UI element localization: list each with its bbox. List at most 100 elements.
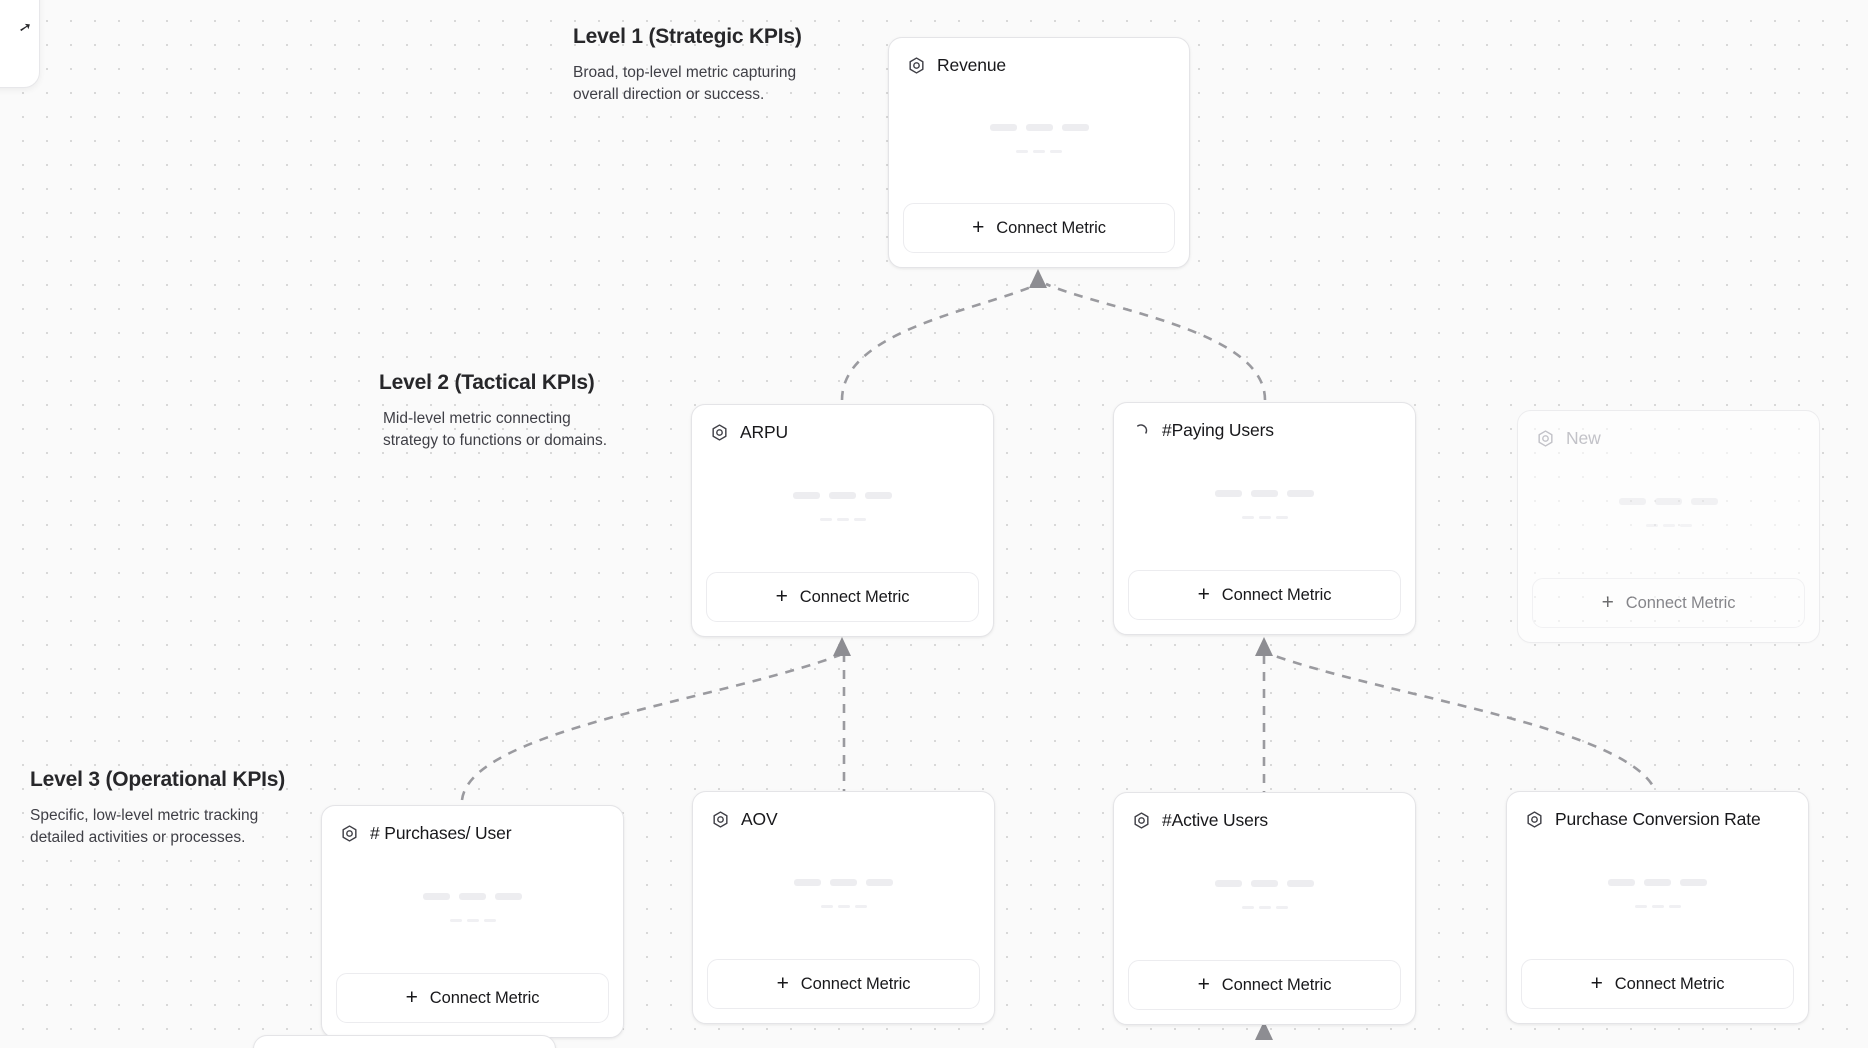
level-2-title: Level 2 (Tactical KPIs) (379, 371, 595, 394)
skeleton-bar (989, 123, 1017, 131)
level-3-description: Specific, low-level metric tracking deta… (30, 807, 259, 846)
skeleton-dash (819, 517, 832, 522)
connect-metric-button-arpu[interactable]: + Connect Metric (706, 572, 979, 622)
connect-metric-label: Connect Metric (1625, 593, 1736, 612)
connect-metric-button-purchase-conversion-rate[interactable]: + Connect Metric (1521, 959, 1794, 1009)
metric-card-new[interactable]: New + Connect Metric (1517, 410, 1820, 643)
skeleton-dash (853, 517, 866, 522)
connect-metric-label: Connect Metric (799, 587, 910, 606)
card-header: AOV (707, 806, 980, 830)
card-header: # Purchases/ User (336, 820, 609, 844)
skeleton-dash (449, 918, 462, 923)
plus-icon: + (1590, 971, 1603, 995)
skeleton-dash (466, 918, 479, 923)
skeleton-bar (830, 878, 857, 886)
skeleton-bar (794, 878, 821, 886)
metric-card-revenue[interactable]: Revenue + Connect Metric (888, 37, 1190, 268)
card-title: # Purchases/ User (370, 823, 512, 843)
metric-card-purchase-conversion-rate[interactable]: Purchase Conversion Rate + Connect Metri… (1506, 791, 1809, 1024)
skeleton-dash (820, 904, 833, 909)
skeleton-row-secondary (820, 904, 867, 909)
plus-icon: + (775, 584, 788, 608)
connect-metric-label: Connect Metric (1614, 974, 1725, 993)
card-skeleton-body (336, 844, 609, 973)
card-title: #Active Users (1162, 810, 1268, 830)
skeleton-bar (1680, 878, 1707, 886)
skeleton-bar (865, 491, 892, 499)
plus-icon: + (405, 985, 418, 1009)
cursor-pointer-icon[interactable]: ➚ (17, 17, 34, 38)
skeleton-dash (1258, 515, 1271, 520)
metric-card-arpu[interactable]: ARPU + Connect Metric (691, 404, 994, 637)
connect-metric-button-purchases-per-user[interactable]: + Connect Metric (336, 973, 609, 1023)
edge-purchases-arpu (460, 653, 841, 801)
skeleton-bar (423, 892, 450, 900)
card-title: #Paying Users (1162, 420, 1274, 440)
hexagon-metric-icon (1525, 810, 1544, 829)
skeleton-dash (1679, 523, 1692, 528)
card-header: Revenue (903, 52, 1175, 76)
card-header: #Active Users (1128, 807, 1401, 831)
skeleton-bar (1287, 489, 1314, 497)
skeleton-bar (1251, 489, 1278, 497)
skeleton-row-primary (1619, 497, 1718, 505)
metric-card-active-users[interactable]: #Active Users + Connect Metric (1113, 792, 1416, 1025)
plus-icon: + (972, 215, 985, 239)
skeleton-row-primary (423, 892, 522, 900)
metric-card-partial-offscreen[interactable] (253, 1035, 556, 1048)
level-3-title: Level 3 (Operational KPIs) (30, 768, 286, 791)
skeleton-bar (829, 491, 856, 499)
card-header: New (1532, 425, 1805, 449)
connect-metric-button-active-users[interactable]: + Connect Metric (1128, 960, 1401, 1010)
edge-paying-users-revenue (1045, 282, 1267, 401)
card-title: ARPU (740, 422, 789, 442)
level-label-2: Level 2 (Tactical KPIs) Mid-level metric… (379, 371, 629, 452)
metric-card-aov[interactable]: AOV + Connect Metric (692, 791, 995, 1024)
card-title: Revenue (937, 55, 1007, 75)
skeleton-bar (793, 491, 820, 499)
edge-arpu-revenue (840, 282, 1039, 401)
skeleton-dash (1634, 904, 1647, 909)
connect-metric-button-new[interactable]: + Connect Metric (1532, 578, 1805, 628)
skeleton-dash (837, 904, 850, 909)
skeleton-row-primary (1215, 489, 1314, 497)
metric-card-purchases-per-user[interactable]: # Purchases/ User + Connect Metric (321, 805, 624, 1038)
connect-metric-label: Connect Metric (800, 974, 911, 993)
connect-metric-label: Connect Metric (996, 218, 1106, 237)
skeleton-dash (1258, 905, 1271, 910)
skeleton-dash (483, 918, 496, 923)
card-header: #Paying Users (1128, 417, 1401, 441)
skeleton-dash (854, 904, 867, 909)
skeleton-row-secondary (1016, 149, 1062, 154)
skeleton-row-secondary (1645, 523, 1692, 528)
hexagon-metric-icon (710, 423, 729, 442)
skeleton-bar (1619, 497, 1646, 505)
plus-icon: + (776, 971, 789, 995)
floating-toolbar-panel[interactable]: ➚ (0, 0, 40, 88)
skeleton-dash (1050, 149, 1062, 154)
connect-metric-label: Connect Metric (429, 988, 540, 1007)
metric-card-paying-users[interactable]: #Paying Users + Connect Metric (1113, 402, 1416, 635)
skeleton-bar (459, 892, 486, 900)
skeleton-row-primary (989, 123, 1089, 131)
plus-icon: + (1197, 582, 1210, 606)
skeleton-bar (1061, 123, 1089, 131)
skeleton-dash (1645, 523, 1658, 528)
skeleton-bar (1215, 879, 1242, 887)
hexagon-metric-icon (1132, 811, 1151, 830)
card-skeleton-body (1532, 449, 1805, 578)
skeleton-bar (866, 878, 893, 886)
plus-icon: + (1197, 972, 1210, 996)
skeleton-row-secondary (1241, 515, 1288, 520)
level-1-title: Level 1 (Strategic KPIs) (573, 25, 802, 48)
card-skeleton-body (707, 830, 980, 959)
skeleton-bar (1644, 878, 1671, 886)
skeleton-row-secondary (1241, 905, 1288, 910)
connect-metric-button-aov[interactable]: + Connect Metric (707, 959, 980, 1009)
hexagon-metric-icon (711, 810, 730, 829)
connect-metric-button-paying-users[interactable]: + Connect Metric (1128, 570, 1401, 620)
connect-metric-button-revenue[interactable]: + Connect Metric (903, 203, 1175, 253)
skeleton-bar (1287, 879, 1314, 887)
skeleton-row-secondary (819, 517, 866, 522)
